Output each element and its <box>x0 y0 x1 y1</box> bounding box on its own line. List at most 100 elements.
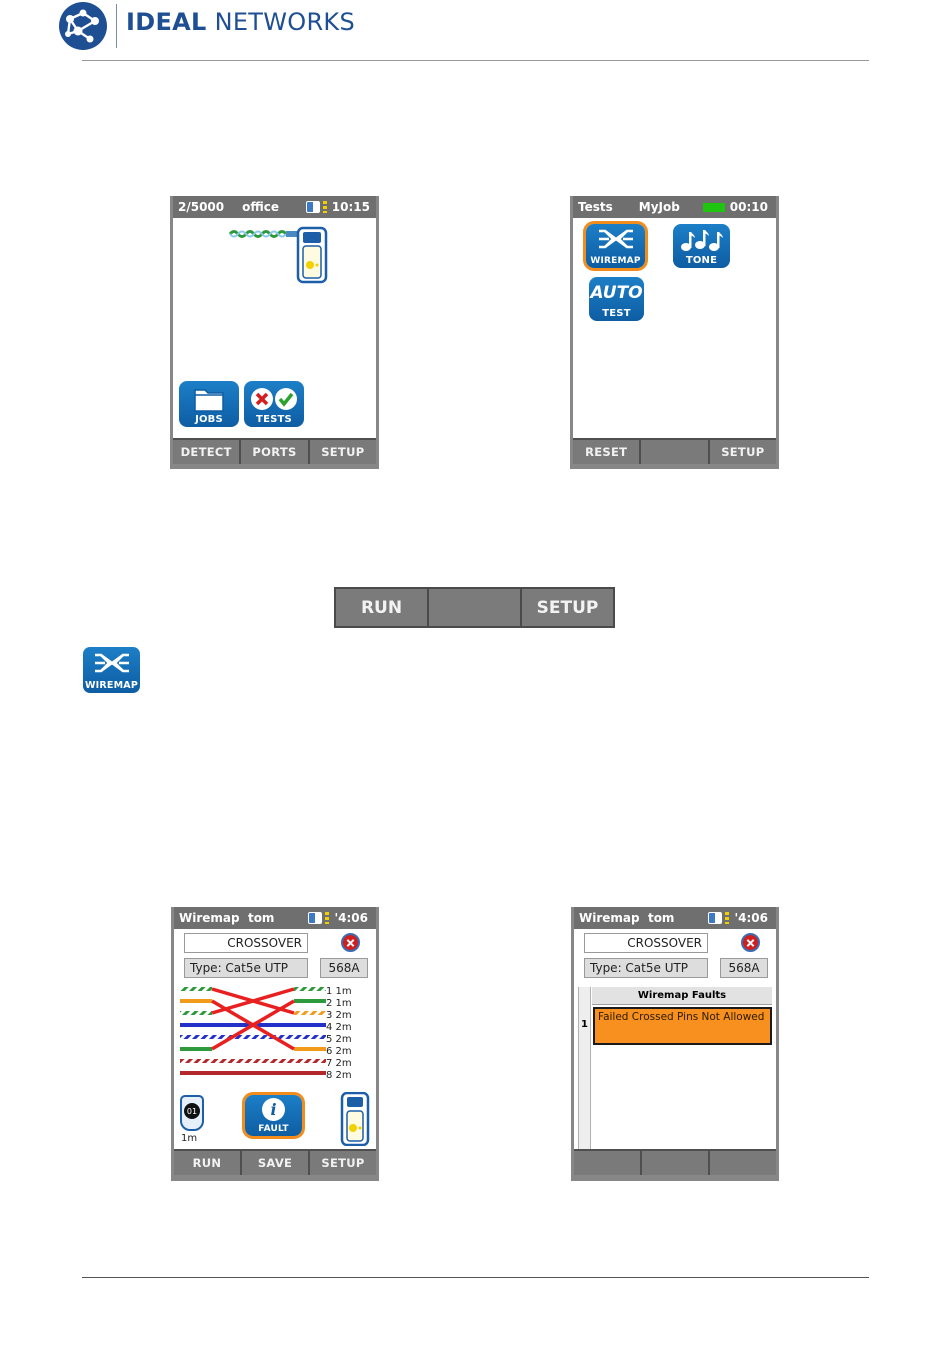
pin-8-label: 8 2m <box>326 1070 352 1081</box>
footer-rule <box>82 1277 869 1278</box>
screen-body: JOBS TESTS <box>173 218 376 438</box>
result-field: CROSSOVER <box>184 933 308 953</box>
auto-label: AUTO <box>590 283 643 303</box>
blank-softkey[interactable] <box>641 440 708 464</box>
pin-6-label: 6 2m <box>326 1046 352 1057</box>
blank-softkey-2[interactable] <box>642 1151 708 1175</box>
wiremap-icon <box>599 229 633 249</box>
remote-id: 01 <box>184 1103 200 1119</box>
wire-2-right <box>294 999 326 1003</box>
ideal-networks-logo <box>59 2 107 50</box>
remote-status-icon <box>725 912 730 924</box>
fault-message: Failed Crossed Pins Not Allowed <box>593 1007 772 1045</box>
wiremap-icon-standalone: WIREMAP <box>83 647 140 693</box>
wiremap-icon <box>95 653 129 673</box>
logo-divider <box>116 4 117 48</box>
detect-softkey[interactable]: DETECT <box>173 440 240 464</box>
remote-unit: 01 <box>180 1095 204 1131</box>
battery-icon <box>308 912 323 924</box>
blank-softkey-1[interactable] <box>574 1151 640 1175</box>
tester-home-screen: 2/5000 office 10:15 JOBS <box>170 196 379 469</box>
table-header: Wiremap Faults <box>592 987 772 1005</box>
job-count: 2/5000 <box>178 200 225 214</box>
pass-fail-icon <box>251 388 297 410</box>
pin-1-label: 1 1m <box>326 986 352 997</box>
brand-name: IDEAL NETWORKS <box>126 8 356 36</box>
screen-body: CROSSOVER Type: Cat5e UTP 568A <box>174 929 376 1149</box>
tone-test-button[interactable]: TONE <box>673 224 730 268</box>
battery-icon <box>305 201 320 213</box>
header-rule <box>82 60 869 61</box>
wiremap-diagram <box>180 987 326 1075</box>
wire-3-left <box>180 1011 212 1015</box>
cable-type-field[interactable]: Type: Cat5e UTP <box>584 958 708 978</box>
cable-type-field[interactable]: Type: Cat5e UTP <box>184 958 308 978</box>
table-index-column <box>579 987 591 1149</box>
job-name: MyJob <box>638 200 680 214</box>
setup-softkey[interactable]: SETUP <box>310 1151 376 1175</box>
clock: 10:15 <box>331 200 370 214</box>
clock: 00:10 <box>729 200 768 214</box>
wire-1-right <box>294 987 326 991</box>
battery-icon <box>702 202 725 212</box>
tests-menu-screen: Tests MyJob 00:10 WIREMAP TONE <box>570 196 779 469</box>
blank-softkey[interactable] <box>429 589 520 626</box>
status-bar: Wiremap tom '4:06 <box>574 907 776 929</box>
blank-softkey-3[interactable] <box>710 1151 776 1175</box>
softkey-bar: RUN SAVE SETUP <box>174 1149 376 1175</box>
remote-length: 1m <box>181 1133 198 1144</box>
ports-softkey[interactable]: PORTS <box>241 440 308 464</box>
table-row[interactable]: 1 Failed Crossed Pins Not Allowed <box>579 1007 772 1047</box>
info-icon: i <box>262 1098 285 1121</box>
screen-title: Tests <box>578 200 613 214</box>
softkey-bar: RESET SETUP <box>573 438 776 464</box>
pin-5-label: 5 2m <box>326 1034 352 1045</box>
auto-test-button[interactable]: AUTO TEST <box>589 277 644 321</box>
pin-4-label: 4 2m <box>326 1022 352 1033</box>
setup-softkey[interactable]: SETUP <box>522 589 613 626</box>
clock: '4:06 <box>334 911 368 925</box>
softkey-bar <box>574 1149 776 1175</box>
reset-softkey[interactable]: RESET <box>573 440 640 464</box>
job-name: office <box>242 200 280 214</box>
clock: '4:06 <box>734 911 768 925</box>
tests-button[interactable]: TESTS <box>244 381 304 427</box>
jobs-button[interactable]: JOBS <box>179 381 239 427</box>
pin-2-label: 2 1m <box>326 998 352 1009</box>
screen-title: Wiremap tom <box>179 911 275 925</box>
result-field: CROSSOVER <box>584 933 708 953</box>
screen-body: WIREMAP TONE AUTO TEST <box>573 218 776 438</box>
wiremap-test-button[interactable]: WIREMAP <box>586 224 645 268</box>
screen-body: CROSSOVER Type: Cat5e UTP 568A Wiremap F… <box>574 929 776 1149</box>
status-bar: Tests MyJob 00:10 <box>573 196 776 218</box>
remote-status-icon <box>325 912 330 924</box>
fail-icon <box>341 933 360 952</box>
run-softkey[interactable]: RUN <box>336 589 427 626</box>
setup-softkey[interactable]: SETUP <box>309 440 376 464</box>
wire-8 <box>180 1071 326 1075</box>
run-softkey[interactable]: RUN <box>174 1151 240 1175</box>
save-softkey[interactable]: SAVE <box>242 1151 308 1175</box>
wire-3-right <box>294 1011 326 1015</box>
wire-6-right <box>294 1047 326 1051</box>
faults-table: Wiremap Faults 1 Failed Crossed Pins Not… <box>578 987 772 1149</box>
wire-6-left <box>180 1047 212 1051</box>
status-bar: Wiremap tom '4:06 <box>174 907 376 929</box>
standard-field[interactable]: 568A <box>320 958 368 978</box>
wiremap-faults-screen: Wiremap tom '4:06 CROSSOVER Type: Cat5e … <box>571 907 779 1181</box>
softkey-bar-example: RUN SETUP <box>334 587 615 628</box>
row-index: 1 <box>581 1019 588 1030</box>
main-unit-icon <box>340 1092 370 1146</box>
status-bar: 2/5000 office 10:15 <box>173 196 376 218</box>
fail-icon <box>741 933 760 952</box>
pin-7-label: 7 2m <box>326 1058 352 1069</box>
pin-3-label: 3 2m <box>326 1010 352 1021</box>
standard-field[interactable]: 568A <box>720 958 768 978</box>
wire-2-left <box>180 999 212 1003</box>
fault-button[interactable]: i FAULT <box>245 1095 302 1136</box>
wiremap-result-screen: Wiremap tom '4:06 CROSSOVER Type: Cat5e … <box>171 907 379 1181</box>
wire-7 <box>180 1059 326 1063</box>
remote-status-icon <box>322 201 327 213</box>
cross-6-2 <box>211 999 295 1051</box>
setup-softkey[interactable]: SETUP <box>709 440 776 464</box>
